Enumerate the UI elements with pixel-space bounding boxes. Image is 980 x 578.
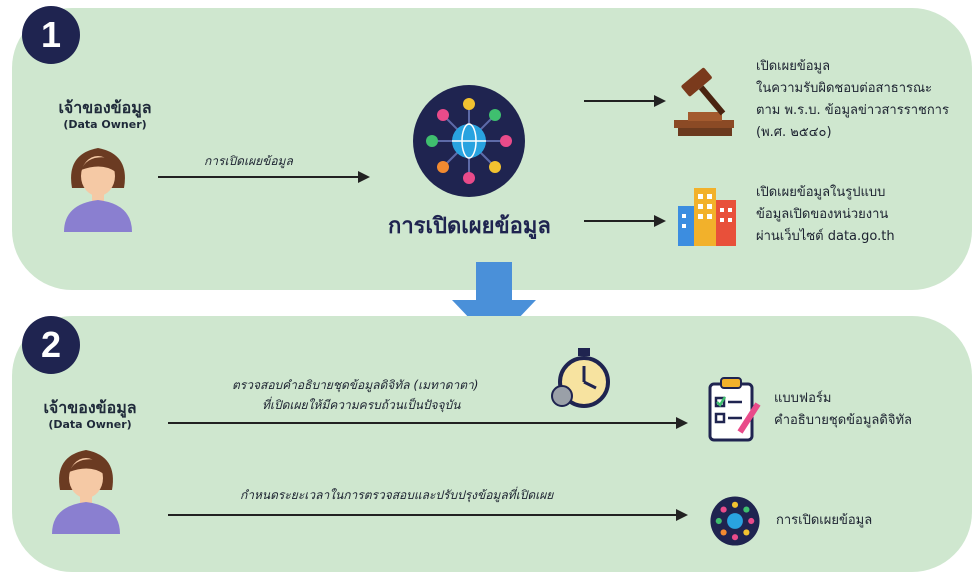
step-2-badge: 2: [22, 316, 80, 374]
law-disclosure-text: เปิดเผยข้อมูล ในความรับผิดชอบต่อสาธารณะ …: [756, 56, 949, 144]
owner-title-1: เจ้าของข้อมูล: [58, 98, 152, 117]
law-line-4: (พ.ศ. ๒๕๔๐): [756, 125, 832, 140]
owner-subtitle-2: (Data Owner): [48, 418, 132, 431]
center-disclosure-title: การเปิดเผยข้อมูล: [388, 214, 551, 239]
clipboard-form-icon: [708, 377, 761, 442]
open-data-line-3: ผ่านเว็บไซต์ data.go.th: [756, 229, 895, 244]
person-icon-1: [64, 148, 132, 232]
arrow-owner-to-disclosure: [158, 171, 370, 183]
network-globe-icon: [413, 85, 525, 197]
arrow-label-disclosure: การเปิดเผยข้อมูล: [204, 154, 293, 168]
stopwatch-icon: [551, 348, 610, 408]
form-text: แบบฟอร์ม คำอธิบายชุดข้อมูลดิจิทัล: [774, 388, 912, 432]
person-icon-2: [52, 450, 120, 534]
law-line-2: ในความรับผิดชอบต่อสาธารณะ: [756, 81, 933, 96]
schedule-review-label: กำหนดระยะเวลาในการตรวจสอบและปรับปรุงข้อม…: [240, 488, 554, 502]
law-line-3: ตาม พ.ร.บ. ข้อมูลข่าวสารราชการ: [756, 103, 949, 118]
city-buildings-icon: [678, 188, 736, 246]
arrow-to-form: [168, 417, 688, 429]
owner-title-2: เจ้าของข้อมูล: [43, 398, 137, 417]
arrow-to-law: [584, 95, 666, 107]
step-1-badge: 1: [22, 6, 80, 64]
network-globe-small-icon: [710, 496, 760, 546]
check-metadata-line-2: ที่เปิดเผยให้มีความครบถ้วนเป็นปัจจุบัน: [262, 398, 461, 412]
disclosure-label-2: การเปิดเผยข้อมูล: [776, 513, 873, 528]
open-data-line-1: เปิดเผยข้อมูลในรูปแบบ: [756, 185, 886, 200]
check-metadata-line-1: ตรวจสอบคำอธิบายชุดข้อมูลดิจิทัล (เมทาดาต…: [232, 378, 479, 392]
law-line-1: เปิดเผยข้อมูล: [756, 59, 831, 74]
arrow-to-disclosure: [168, 509, 688, 521]
arrow-to-open-data: [584, 215, 666, 227]
owner-subtitle-1: (Data Owner): [63, 118, 147, 131]
open-data-line-2: ข้อมูลเปิดของหน่วยงาน: [756, 207, 889, 222]
gavel-icon: [674, 67, 734, 136]
open-data-text: เปิดเผยข้อมูลในรูปแบบ ข้อมูลเปิดของหน่วย…: [756, 182, 895, 248]
form-line-1: แบบฟอร์ม: [774, 391, 832, 406]
form-line-2: คำอธิบายชุดข้อมูลดิจิทัล: [774, 413, 912, 428]
section-2-panel: [12, 316, 972, 572]
